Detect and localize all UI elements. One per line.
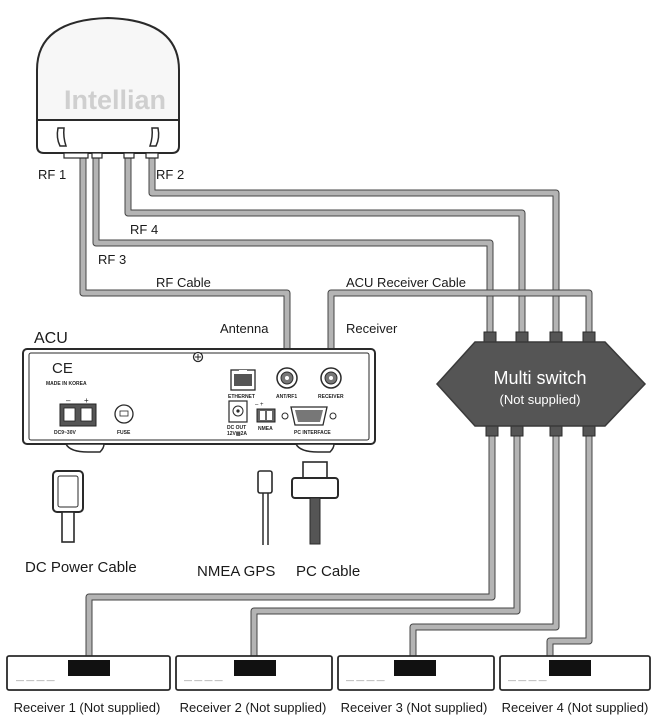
out2-cable — [251, 436, 520, 676]
receiver-3-label: Receiver 3 (Not supplied) — [341, 700, 488, 715]
out3-cable-outline — [409, 436, 560, 676]
multiswitch-name: Multi switch — [493, 368, 586, 388]
out1-cable — [86, 436, 495, 676]
nmea-gps-cable — [257, 470, 273, 545]
fuse-label: FUSE — [117, 430, 131, 436]
nmea-gps-label: NMEA GPS — [197, 563, 275, 580]
pc-interface-port[interactable] — [281, 406, 337, 426]
receiver-1-label: Receiver 1 (Not supplied) — [14, 700, 161, 715]
acu-unit: CE MADE IN KOREA – + DC9~30V FUSE ETHERN… — [22, 348, 376, 453]
rf2-cable — [149, 158, 559, 332]
dc-input-terminal[interactable]: – + — [59, 396, 97, 427]
acu-receiver-label: Receiver — [346, 321, 398, 336]
receiver-3: — — — — — [337, 655, 495, 691]
receiver-2: — — — — — [175, 655, 333, 691]
pc-interface-label: PC INTERFACE — [294, 430, 331, 436]
ant-rf1-connector[interactable] — [276, 367, 298, 389]
acu-receiver-cable-label: ACU Receiver Cable — [346, 275, 466, 290]
dc-out-rating: 12V▨2A — [227, 431, 247, 437]
rf-cable — [80, 158, 290, 348]
receiver-4: — — — — — [499, 655, 651, 691]
ethernet-port[interactable] — [230, 369, 256, 391]
out2-cable-outline — [250, 436, 521, 676]
receiver-connector[interactable] — [320, 367, 342, 389]
svg-text:+: + — [84, 396, 89, 405]
dc-power-cable — [52, 470, 84, 543]
rf-cable-label: RF Cable — [156, 275, 211, 290]
multiswitch-note: (Not supplied) — [500, 392, 581, 407]
nmea-terminal[interactable]: – + — [255, 402, 276, 423]
antenna-dome: Intellian — [36, 16, 180, 159]
receiver-2-label: Receiver 2 (Not supplied) — [180, 700, 327, 715]
svg-text:–: – — [66, 396, 71, 405]
nmea-label: NMEA — [258, 426, 273, 432]
cables — [79, 158, 593, 676]
pc-cable-label: PC Cable — [296, 563, 360, 580]
rf4-cable — [125, 158, 525, 332]
ant-rf1-label: ANT/RF1 — [276, 394, 297, 400]
out1-cable-outline — [85, 436, 496, 676]
antenna-brand-logo: Intellian — [64, 85, 166, 115]
dc-power-cable-label: DC Power Cable — [25, 559, 137, 576]
receiver-port-label: RECEIVER — [318, 394, 344, 400]
dc-in-label: DC9~30V — [54, 430, 76, 436]
dc-out-label: DC OUT — [227, 425, 246, 431]
rf3-label: RF 3 — [98, 252, 126, 267]
acu-title: ACU — [34, 330, 68, 347]
ce-mark: CE — [52, 360, 73, 377]
made-in-korea: MADE IN KOREA — [46, 381, 87, 387]
svg-text:— — — —: — — — — — [184, 676, 223, 685]
rf2-label: RF 2 — [156, 167, 184, 182]
out3-cable — [410, 436, 559, 676]
acu-receiver-cable — [328, 290, 592, 348]
rf3-cable — [93, 158, 493, 332]
multiswitch: Multi switch (Not supplied) — [435, 331, 647, 437]
svg-text:— — — —: — — — — — [346, 676, 385, 685]
receiver-1: — — — — — [6, 655, 171, 691]
acu-antenna-label: Antenna — [220, 321, 269, 336]
svg-text:— — — —: — — — — — [16, 676, 55, 685]
svg-text:– +: – + — [255, 402, 264, 408]
dc-out-jack[interactable] — [228, 400, 248, 423]
rf1-label: RF 1 — [38, 167, 66, 182]
svg-text:— — — —: — — — — — [508, 676, 547, 685]
rf4-label: RF 4 — [130, 222, 158, 237]
pc-cable — [291, 461, 339, 545]
receiver-4-label: Receiver 4 (Not supplied) — [502, 700, 649, 715]
ethernet-label: ETHERNET — [228, 394, 255, 400]
